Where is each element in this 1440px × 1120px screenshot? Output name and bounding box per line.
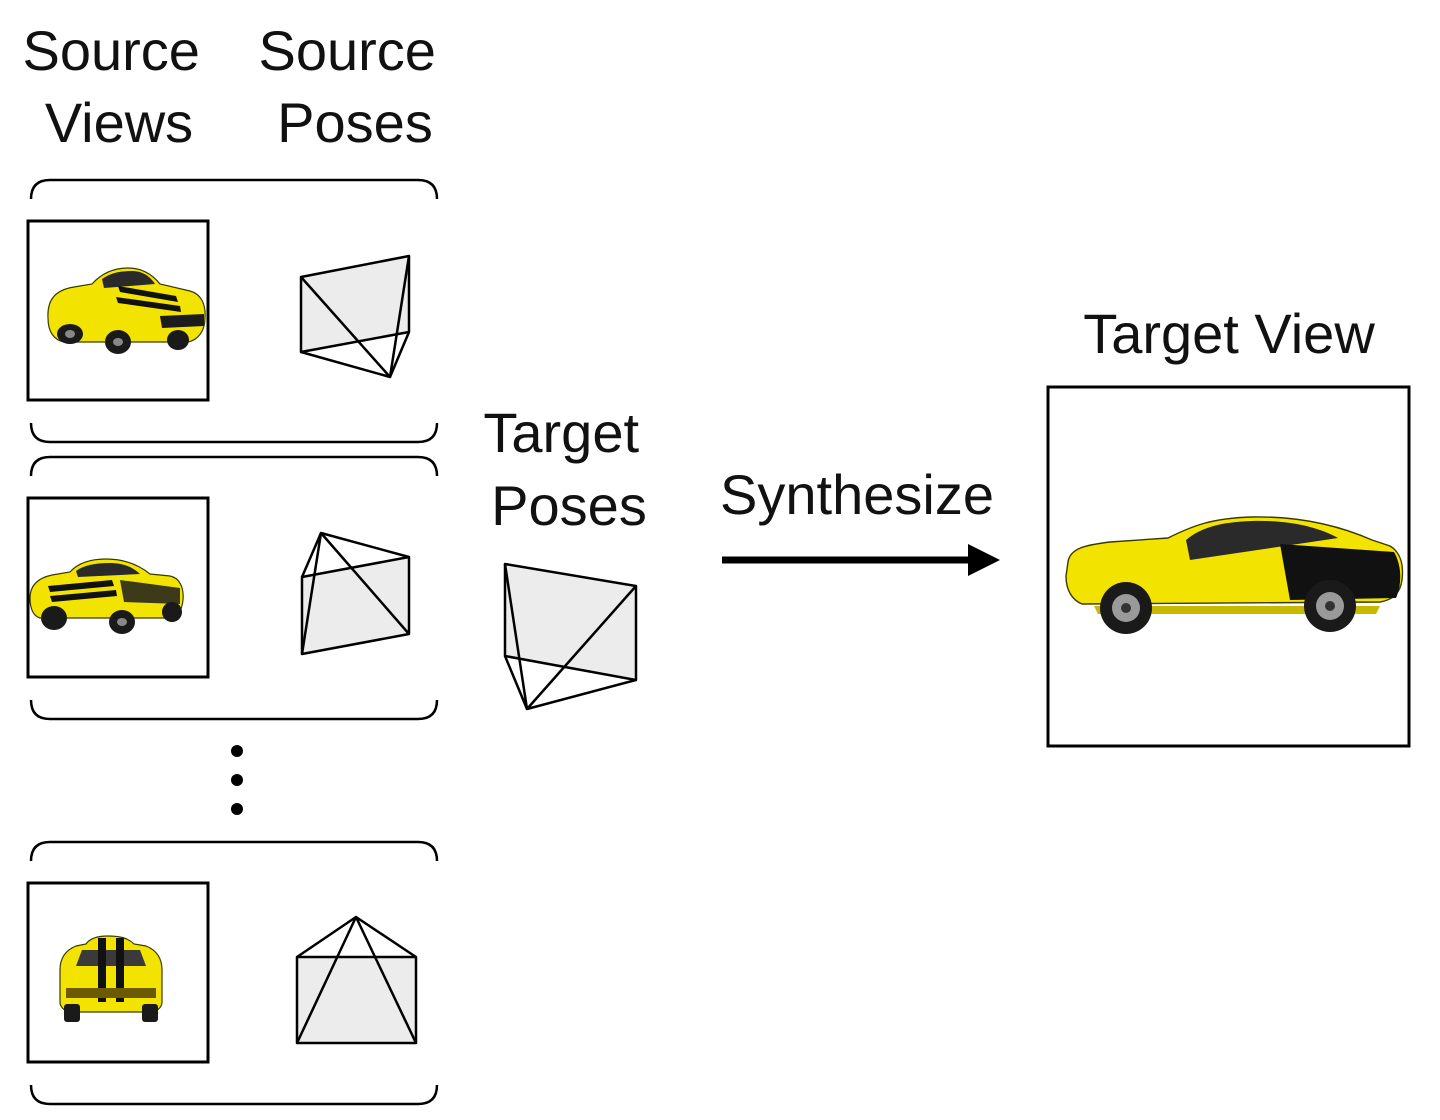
source-view-1-car-icon [47, 267, 206, 354]
source-row-2 [26, 455, 439, 721]
row-3-top-brace [29, 840, 439, 862]
source-view-1-frame [26, 219, 210, 402]
row-3-bottom-brace [29, 1084, 439, 1106]
row-1-bottom-brace [29, 422, 439, 444]
source-view-3-frame [26, 881, 210, 1064]
row-1-top-brace [29, 178, 439, 200]
row-2-bottom-brace [29, 699, 439, 721]
source-views-heading-line1: Source [23, 19, 200, 82]
source-row-3 [26, 840, 439, 1106]
source-views-heading: Source Views [23, 19, 216, 154]
target-poses-heading: Target Poses [483, 401, 654, 537]
target-poses-heading-line1: Target [483, 401, 639, 464]
source-row-1 [26, 178, 439, 444]
synthesize-arrow-icon [722, 544, 1000, 576]
target-view-car-icon [1065, 516, 1404, 634]
source-view-2-frame [26, 496, 210, 679]
source-poses-heading-line2: Poses [277, 91, 433, 154]
source-pose-1-camera-icon [299, 254, 411, 379]
source-pose-3-camera-icon [295, 915, 418, 1045]
target-view-frame [1046, 385, 1411, 748]
source-view-2-car-icon [29, 558, 184, 634]
source-views-heading-line2: Views [45, 91, 193, 154]
row-2-top-brace [29, 455, 439, 477]
source-pose-2-camera-icon [300, 531, 411, 656]
target-pose-camera-icon [503, 562, 638, 711]
ellipsis-dots [231, 745, 243, 815]
source-poses-heading-line1: Source [259, 19, 436, 82]
source-view-3-car-icon [59, 935, 163, 1022]
source-poses-heading: Source Poses [259, 19, 452, 154]
synthesize-label: Synthesize [720, 463, 994, 526]
target-poses-heading-line2: Poses [491, 474, 647, 537]
target-view-heading: Target View [1083, 302, 1375, 365]
